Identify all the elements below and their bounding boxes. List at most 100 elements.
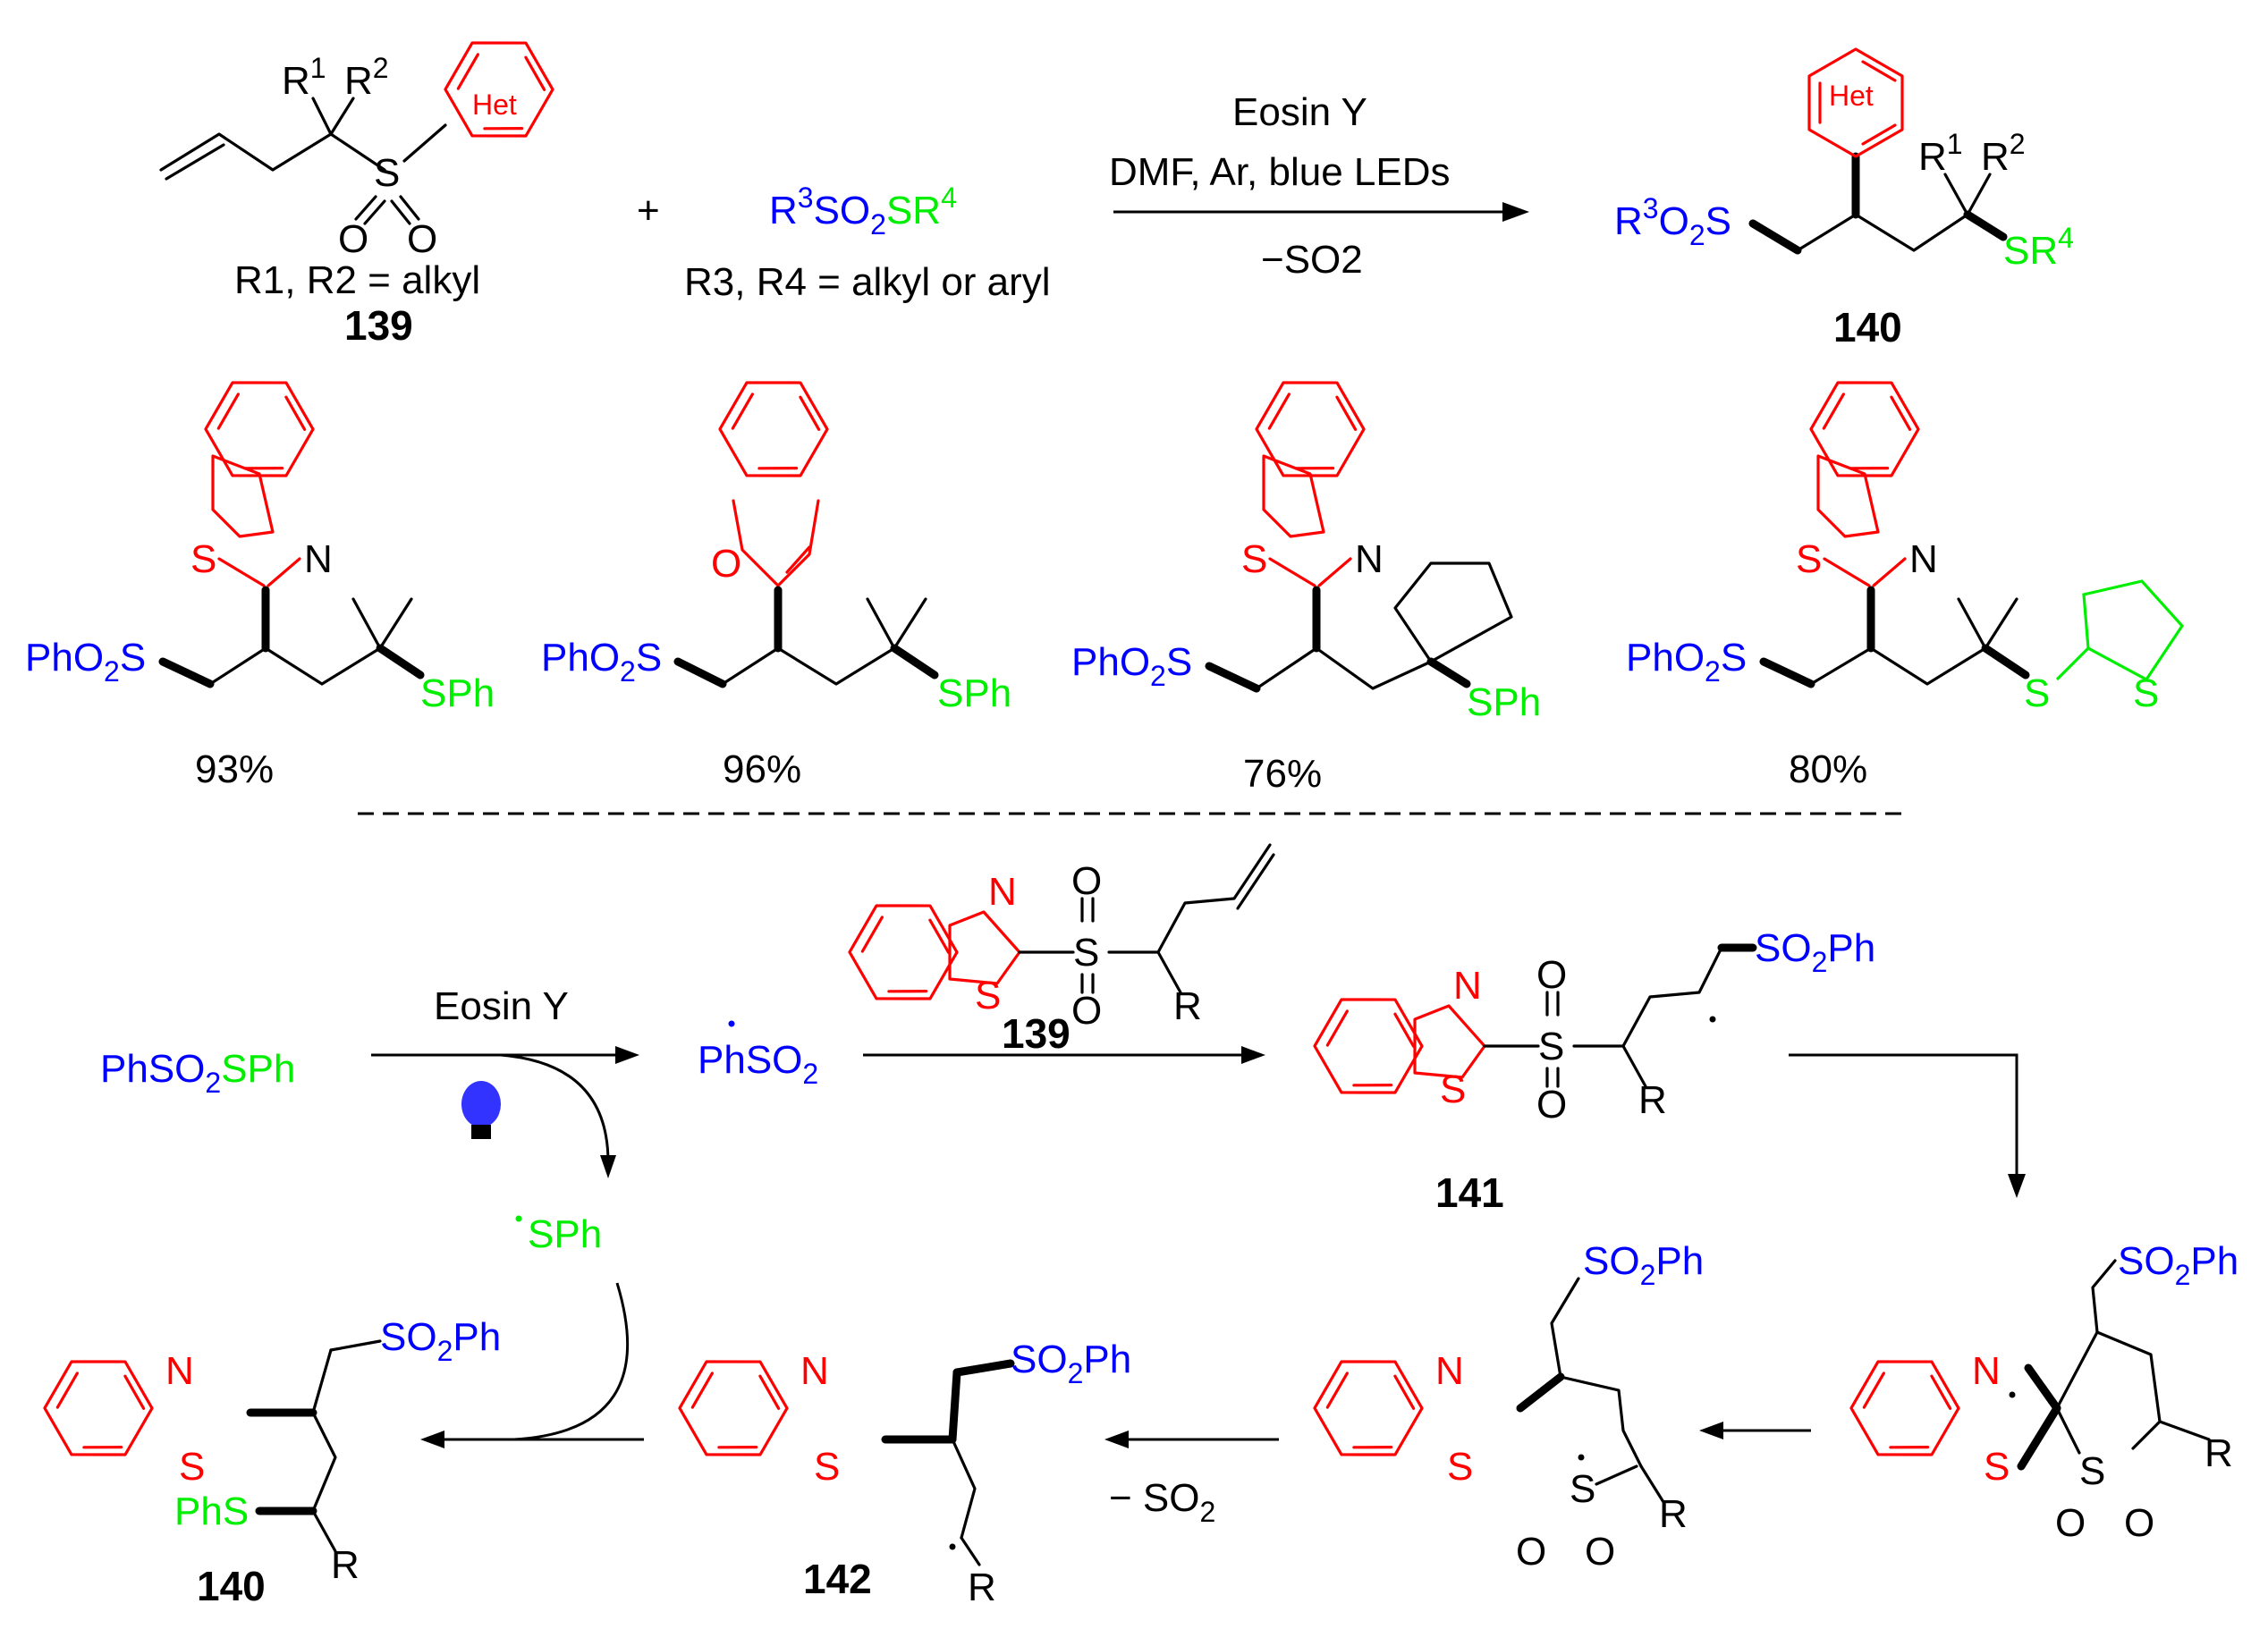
- svg-text:S: S: [190, 537, 216, 581]
- plus-sign: +: [637, 189, 660, 232]
- svg-text:SR4: SR4: [2003, 222, 2074, 273]
- svg-text:R3SO2SR4: R3SO2SR4: [769, 181, 957, 241]
- svg-text:PhO2S: PhO2S: [1626, 636, 1747, 688]
- svg-text:S: S: [374, 151, 400, 195]
- svg-text:N: N: [1435, 1349, 1464, 1393]
- svg-text:S: S: [1440, 1068, 1466, 1111]
- radical-sph: SPh: [528, 1212, 602, 1256]
- svg-text:O: O: [2124, 1501, 2154, 1545]
- svg-text:R: R: [968, 1566, 996, 1609]
- yield-3: 76%: [1243, 752, 1322, 796]
- svg-text:O: O: [2055, 1501, 2086, 1545]
- svg-text:S: S: [2079, 1449, 2105, 1493]
- mech-eosin: Eosin Y: [434, 984, 569, 1028]
- svg-text:N: N: [1355, 537, 1384, 581]
- svg-text:O: O: [1071, 989, 1102, 1033]
- light-bulb-icon: [461, 1081, 501, 1139]
- svg-text:O: O: [407, 217, 437, 261]
- intermediate-142: N S SO2Ph R 142: [664, 1337, 1131, 1609]
- svg-text:SO2Ph: SO2Ph: [2118, 1239, 2238, 1291]
- svg-text:S: S: [1538, 1025, 1564, 1068]
- svg-text:O: O: [338, 217, 368, 261]
- reagent: R3SO2SR4 R3, R4 = alkyl or aryl: [684, 181, 1051, 304]
- svg-text:N: N: [800, 1349, 829, 1393]
- het-label-product: Het: [1829, 80, 1874, 112]
- mech-139-label: 139: [1002, 1010, 1071, 1057]
- yield-2: 96%: [723, 747, 801, 791]
- svg-text:S: S: [2024, 671, 2050, 715]
- example-4: S N PhO2S S S 80%: [1626, 358, 2185, 791]
- svg-text:R: R: [1638, 1078, 1667, 1122]
- svg-text:R: R: [331, 1543, 360, 1587]
- svg-text:S: S: [1984, 1445, 2010, 1489]
- svg-text:S: S: [1570, 1467, 1595, 1511]
- cond-dmf: DMF, Ar, blue LEDs: [1109, 150, 1450, 194]
- mech-substrate-139: N S S O O R 139: [834, 843, 1275, 1057]
- svg-text:R: R: [1173, 984, 1202, 1028]
- svg-text:O: O: [1585, 1530, 1615, 1574]
- example-1: S N PhO2S SPh 93%: [25, 358, 495, 791]
- compound-139-label: 139: [344, 302, 413, 349]
- svg-text:R3O2S: R3O2S: [1614, 192, 1731, 251]
- mech-start: PhSO2SPh: [100, 1047, 295, 1099]
- svg-text:PhO2S: PhO2S: [25, 636, 146, 688]
- phs-label: PhS: [174, 1490, 249, 1533]
- svg-text:S: S: [1073, 931, 1099, 975]
- substituent-label: R1, R2 = alkyl: [234, 258, 480, 302]
- minus-so2: − SO2: [1109, 1476, 1215, 1528]
- svg-text:O: O: [1536, 953, 1567, 997]
- cond-so2: −SO2: [1261, 238, 1363, 282]
- svg-text:R2: R2: [344, 52, 389, 103]
- svg-text:PhO2S: PhO2S: [541, 636, 662, 688]
- svg-text:O: O: [1071, 859, 1102, 903]
- svg-text:N: N: [988, 870, 1017, 914]
- svg-text:S: S: [2133, 671, 2159, 715]
- svg-text:N: N: [165, 1349, 194, 1393]
- yield-1: 93%: [195, 747, 274, 791]
- yield-4: 80%: [1789, 747, 1867, 791]
- svg-text:N: N: [1453, 964, 1482, 1008]
- svg-text:SO2Ph: SO2Ph: [380, 1315, 501, 1367]
- mech-142-label: 142: [803, 1556, 872, 1602]
- svg-text:S: S: [975, 974, 1001, 1017]
- example-3: S N PhO2S SPh 76%: [1071, 358, 1541, 796]
- product-140: R3O2S Het R1 R2 SR4 140: [1614, 47, 2074, 350]
- svg-text:SO2Ph: SO2Ph: [1011, 1338, 1131, 1389]
- mech-140-label: 140: [197, 1563, 266, 1609]
- svg-text:S: S: [1241, 537, 1267, 581]
- mech-product-140: N S SO2Ph PhS R 140: [30, 1315, 501, 1609]
- svg-text:O: O: [711, 542, 741, 586]
- svg-text:O: O: [1536, 1083, 1567, 1127]
- svg-text:R1: R1: [1918, 128, 1963, 179]
- svg-text:N: N: [304, 537, 333, 581]
- svg-text:SPh: SPh: [420, 671, 495, 715]
- substrate-139: R1 R2 S O O Het R1, R2 = alkyl 139: [159, 18, 568, 349]
- spiro-intermediate: N S SO2Ph S R O O: [1836, 1239, 2238, 1545]
- svg-text:SPh: SPh: [1467, 680, 1541, 724]
- cond-eosin: Eosin Y: [1232, 90, 1367, 134]
- svg-text:R2: R2: [1981, 128, 2026, 179]
- svg-text:N: N: [1909, 537, 1938, 581]
- svg-text:R1: R1: [282, 52, 326, 103]
- svg-text:S: S: [179, 1445, 205, 1489]
- svg-text:O: O: [1516, 1530, 1546, 1574]
- mech-141-label: 141: [1435, 1169, 1504, 1216]
- svg-text:S: S: [1447, 1445, 1473, 1489]
- svg-text:R: R: [2205, 1431, 2233, 1475]
- reagent-note: R3, R4 = alkyl or aryl: [684, 260, 1051, 304]
- svg-text:N: N: [1972, 1349, 2001, 1393]
- svg-text:S: S: [814, 1445, 840, 1489]
- radical-phso2: PhSO2: [698, 1038, 818, 1090]
- svg-text:S: S: [1796, 537, 1822, 581]
- svg-text:R: R: [1659, 1492, 1688, 1536]
- example-2: O PhO2S SPh 96%: [541, 358, 1011, 791]
- het-label: Het: [472, 89, 517, 121]
- sulfonyl-radical-intermediate: N S SO2Ph R S O O: [1299, 1239, 1704, 1574]
- svg-text:SPh: SPh: [937, 671, 1011, 715]
- conditions: Eosin Y DMF, Ar, blue LEDs −SO2: [1109, 90, 1529, 282]
- intermediate-141: N S S O O SO2Ph R 141: [1299, 926, 1875, 1216]
- svg-text:PhO2S: PhO2S: [1071, 640, 1192, 692]
- svg-text:SO2Ph: SO2Ph: [1583, 1239, 1704, 1291]
- svg-text:SO2Ph: SO2Ph: [1755, 926, 1875, 978]
